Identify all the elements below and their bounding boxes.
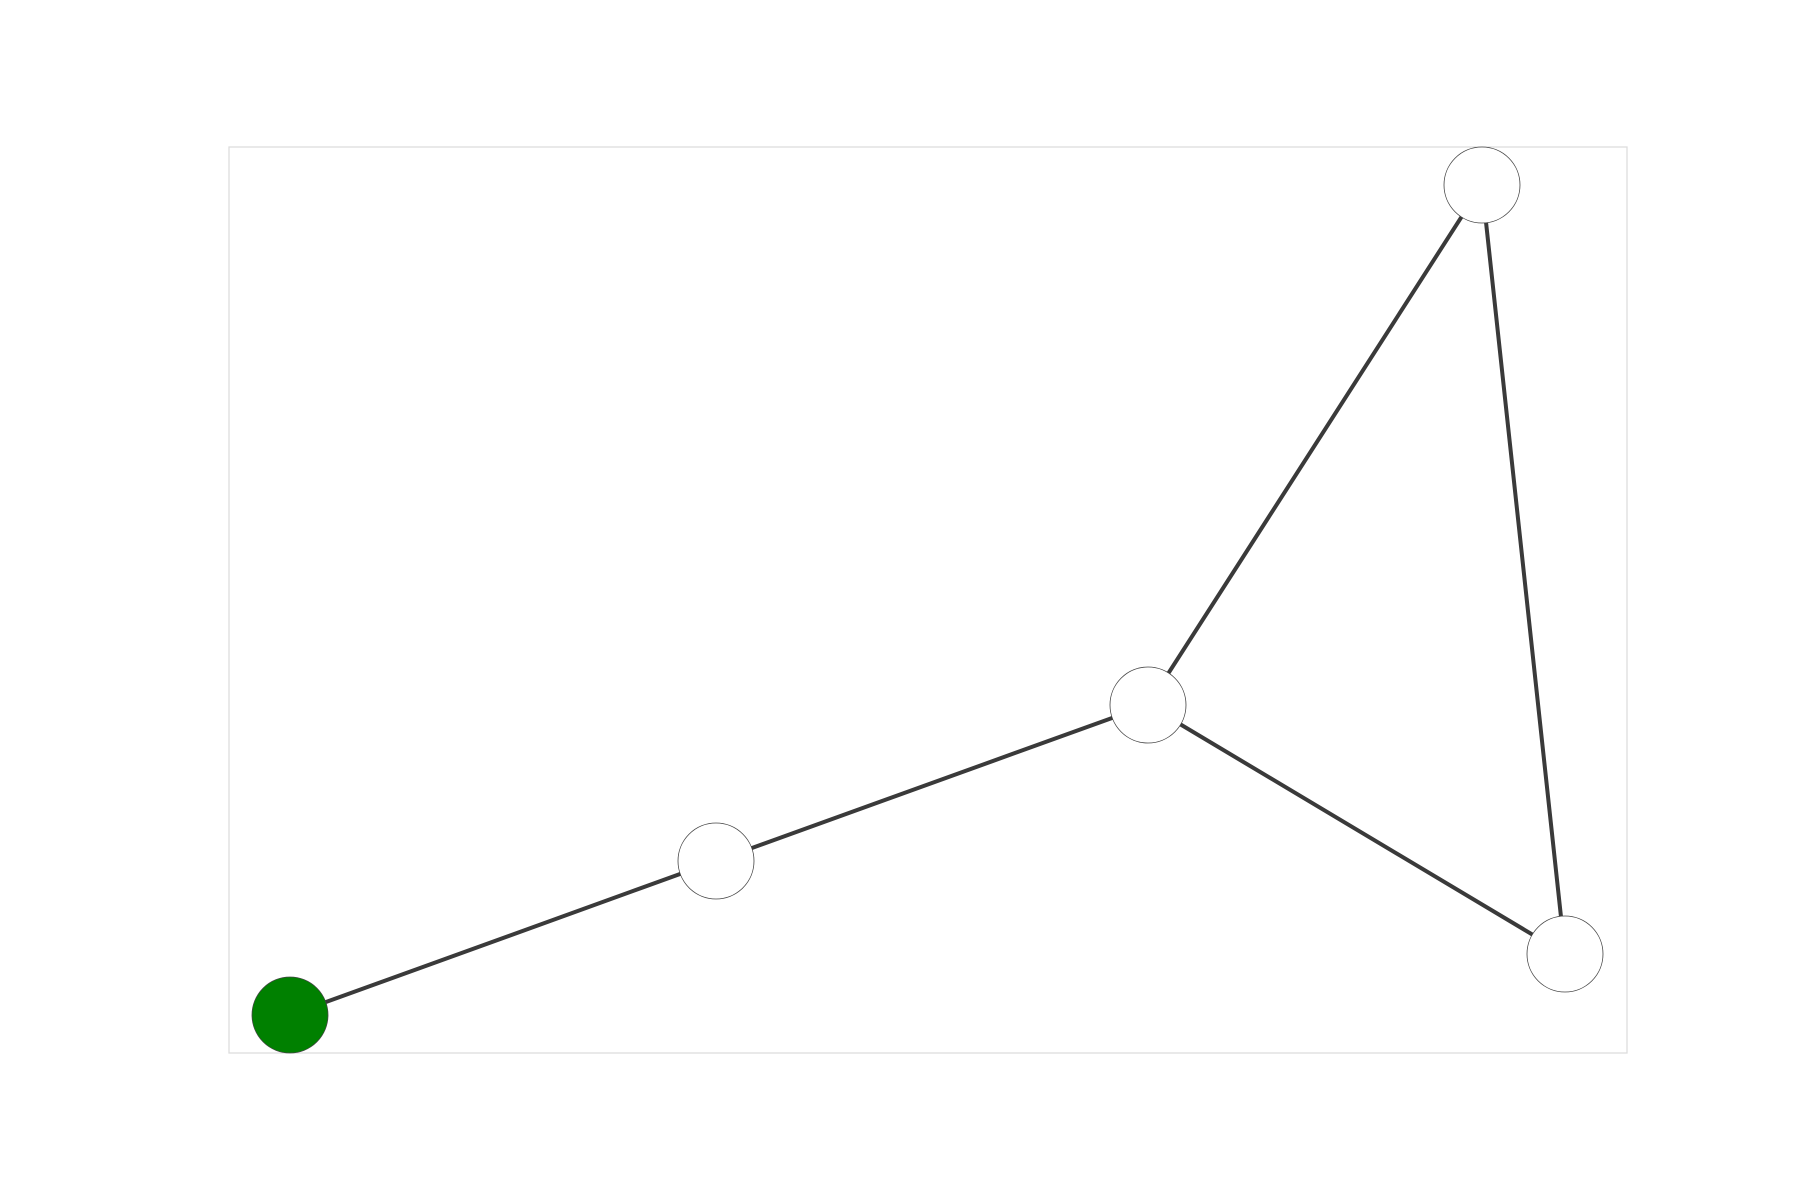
edge-layer xyxy=(288,183,1567,1017)
edge-n2-n4 xyxy=(1146,703,1567,956)
node-layer xyxy=(251,146,1604,1054)
edge-n0-n1 xyxy=(288,859,718,1017)
edge-n3-n4 xyxy=(1480,183,1567,956)
node-n4 xyxy=(1526,915,1604,993)
plot-frame xyxy=(228,146,1628,1054)
edge-n2-n3 xyxy=(1146,183,1484,707)
node-highlighted-n0 xyxy=(251,976,329,1054)
node-n2 xyxy=(1109,666,1187,744)
node-n1 xyxy=(677,822,755,900)
edge-n1-n2 xyxy=(714,703,1150,863)
node-n3 xyxy=(1443,146,1521,224)
